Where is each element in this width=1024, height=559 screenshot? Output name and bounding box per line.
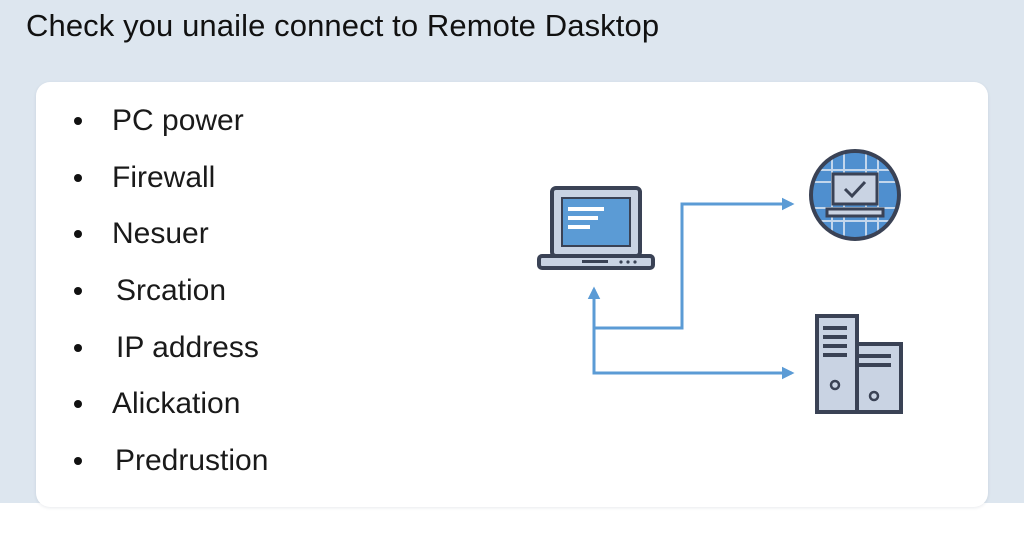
list-item: IP address bbox=[36, 328, 336, 368]
list-item: Predrustion bbox=[36, 441, 336, 481]
bullet-icon bbox=[74, 174, 82, 182]
list-item: Srcation bbox=[36, 271, 336, 311]
connector-laptop-to-remote bbox=[594, 197, 795, 330]
list-item: Nesuer bbox=[36, 214, 336, 254]
bullet-icon bbox=[74, 344, 82, 352]
list-item: Firewall bbox=[36, 158, 336, 198]
bullet-icon bbox=[74, 117, 82, 125]
page-title: Check you unaile connect to Remote Daskt… bbox=[26, 8, 660, 43]
list-item: Alickation bbox=[36, 384, 336, 424]
list-item: PC power bbox=[36, 101, 336, 141]
list-item-label: PC power bbox=[112, 104, 244, 137]
bullet-icon bbox=[74, 287, 82, 295]
connector-laptop-to-server bbox=[592, 328, 795, 380]
server-tower-icon bbox=[815, 314, 903, 414]
bullet-icon bbox=[74, 400, 82, 408]
content-card: PC power Firewall Nesuer Srcation IP add… bbox=[36, 82, 988, 507]
list-item-label: Alickation bbox=[112, 387, 241, 420]
list-item-label: IP address bbox=[116, 331, 259, 364]
bullet-icon bbox=[74, 457, 82, 465]
laptop-icon bbox=[537, 186, 655, 270]
list-item-label: Predrustion bbox=[115, 444, 269, 477]
verified-remote-screen-icon bbox=[809, 149, 901, 241]
list-item-label: Nesuer bbox=[112, 217, 209, 250]
list-item-label: Firewall bbox=[112, 161, 216, 194]
list-item-label: Srcation bbox=[116, 274, 227, 307]
connection-diagram bbox=[537, 149, 903, 414]
bullet-icon bbox=[74, 230, 82, 238]
